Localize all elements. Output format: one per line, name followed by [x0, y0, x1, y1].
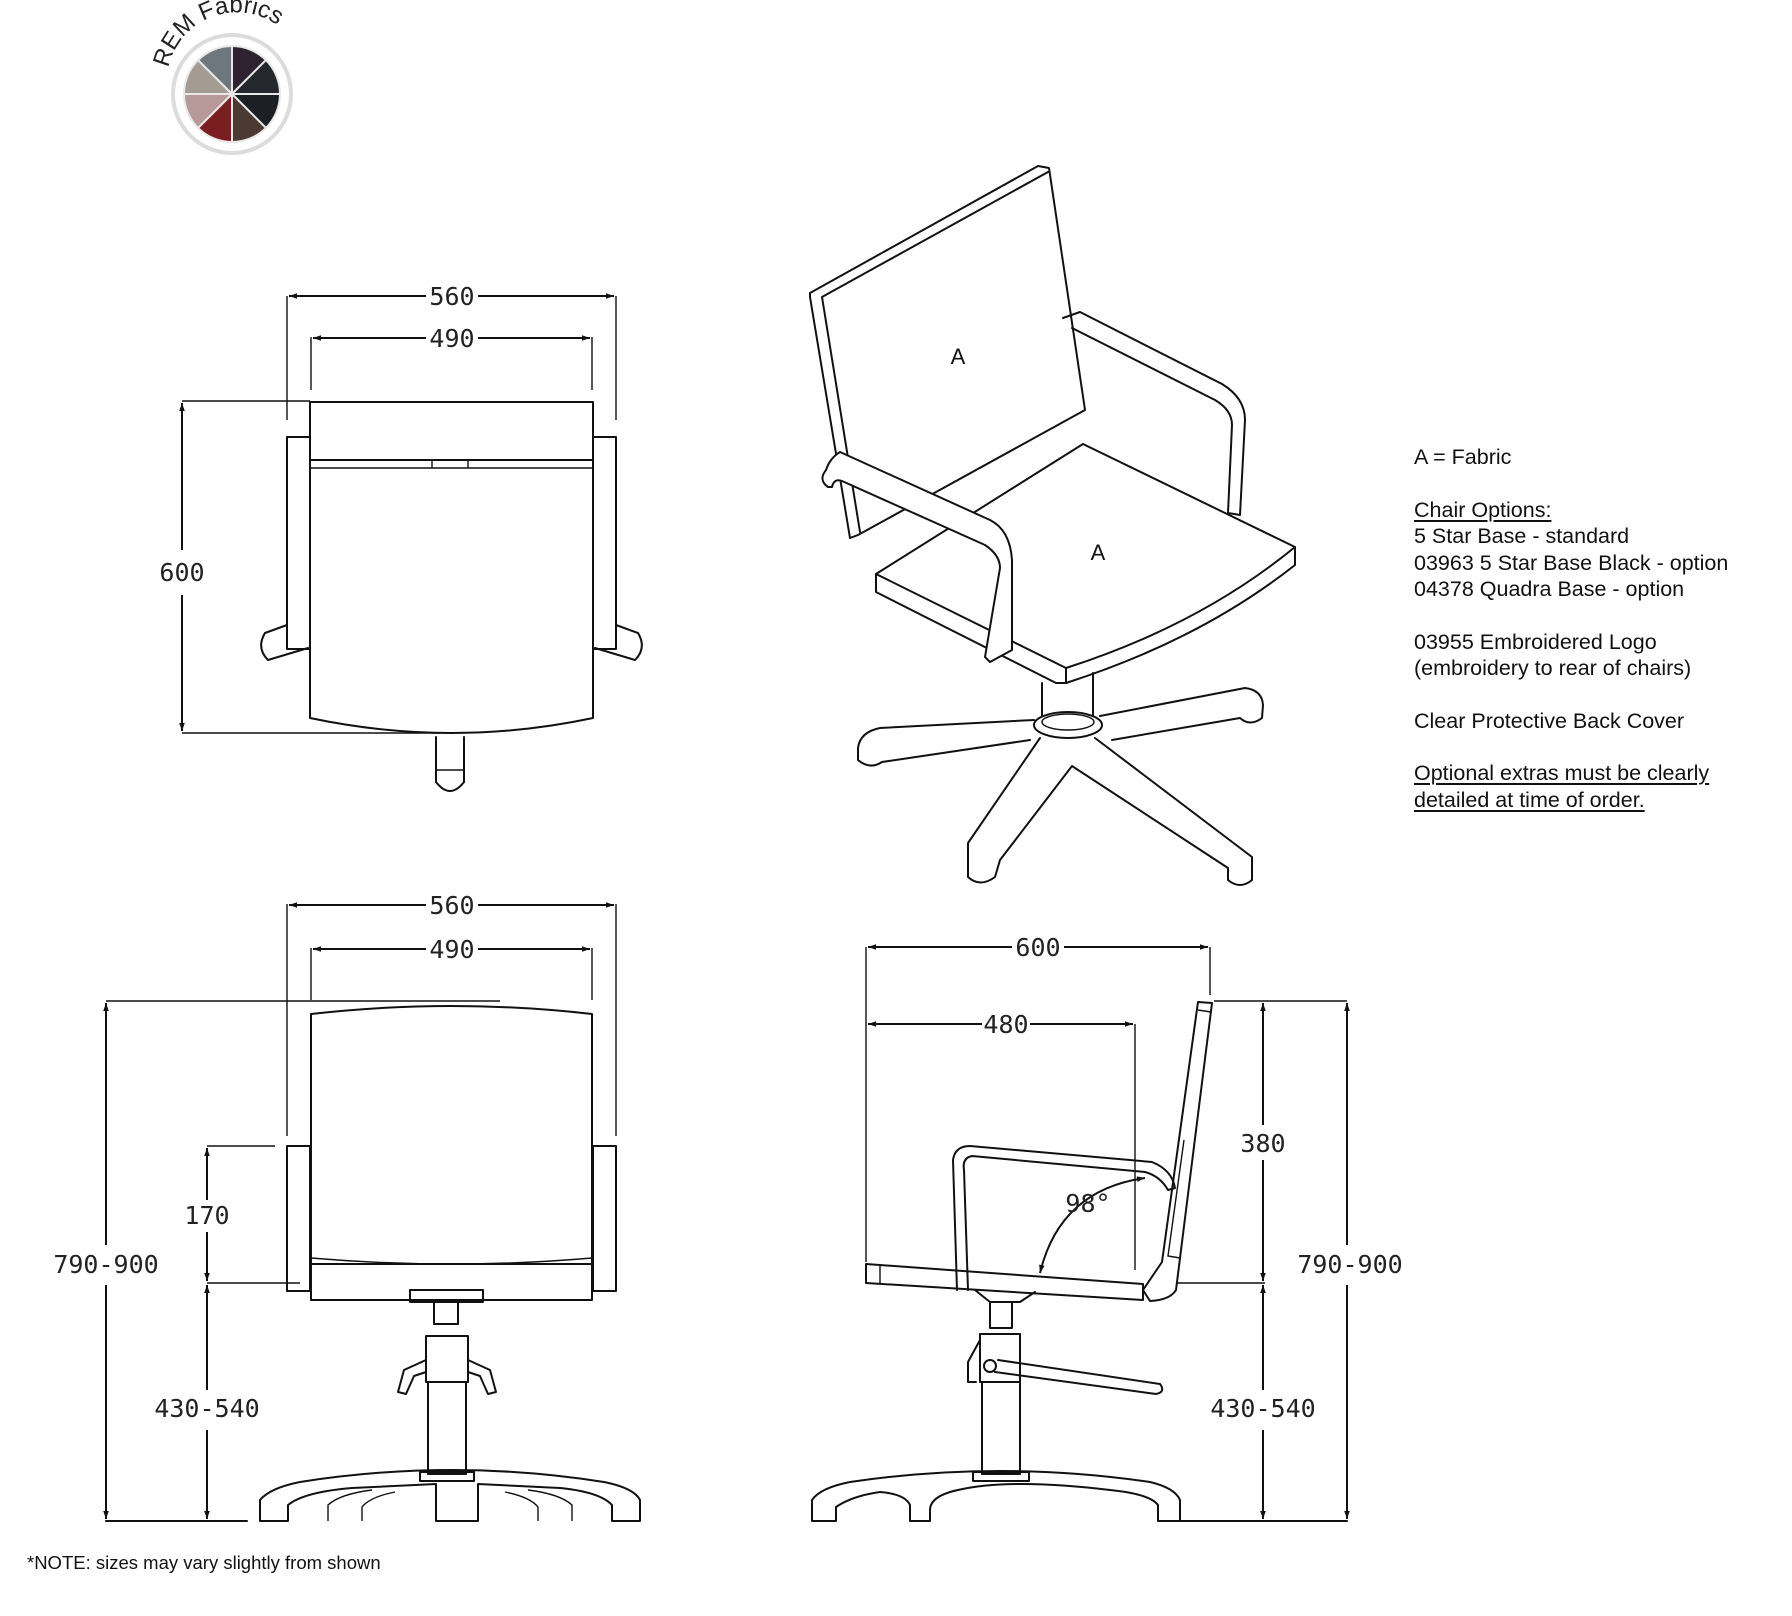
front-overall-height: 790-900: [53, 1250, 158, 1279]
embroidered-logo-detail: (embroidery to rear of chairs): [1414, 656, 1692, 680]
chair-options-heading: Chair Options:: [1414, 497, 1552, 522]
embroidered-logo-option: 03955 Embroidered Logo: [1414, 629, 1657, 654]
option-item: 5 Star Base - standard: [1414, 524, 1630, 548]
front-arm-height-170: 170: [184, 1201, 229, 1230]
front-width-560: 560: [429, 891, 474, 920]
optional-extras-warning-1: Optional extras must be clearly: [1414, 761, 1710, 785]
notes-panel: A = Fabric Chair Options: 5 Star Base - …: [1414, 444, 1728, 813]
side-seat-height: 430-540: [1210, 1394, 1315, 1423]
sizes-footnote: *NOTE: sizes may vary slightly from show…: [27, 1552, 381, 1573]
plan-depth-600: 600: [159, 558, 204, 587]
fabric-color-wheel: [182, 44, 282, 144]
option-item: 03963 5 Star Base Black - option: [1414, 550, 1729, 575]
option-item: 04378 Quadra Base - option: [1414, 577, 1685, 601]
back-fabric-label: A: [951, 344, 966, 369]
recline-angle-98: 98°: [1065, 1189, 1110, 1218]
isometric-view: A A: [809, 165, 1296, 886]
rem-fabrics-logo: REM Fabrics: [148, 0, 293, 155]
front-elevation: 560 490 790-900 170 430-540: [53, 891, 641, 1522]
plan-width-490: 490: [429, 324, 474, 353]
side-back-height-380: 380: [1240, 1129, 1285, 1158]
side-depth-600: 600: [1015, 933, 1060, 962]
fabric-legend: A = Fabric: [1414, 445, 1512, 469]
optional-extras-warning-2: detailed at time of order.: [1414, 787, 1645, 812]
side-elevation: 600 480 380 430-540 790-900 98°: [811, 933, 1403, 1522]
seat-fabric-label: A: [1091, 540, 1106, 565]
back-cover-option: Clear Protective Back Cover: [1414, 708, 1685, 733]
plan-view: 560 490 600: [159, 282, 643, 792]
plan-width-560: 560: [429, 282, 474, 311]
side-overall-height: 790-900: [1297, 1250, 1402, 1279]
front-seat-height: 430-540: [154, 1394, 259, 1423]
front-width-490: 490: [429, 935, 474, 964]
side-seat-depth-480: 480: [983, 1010, 1028, 1039]
fabric-swatch: [196, 44, 233, 97]
